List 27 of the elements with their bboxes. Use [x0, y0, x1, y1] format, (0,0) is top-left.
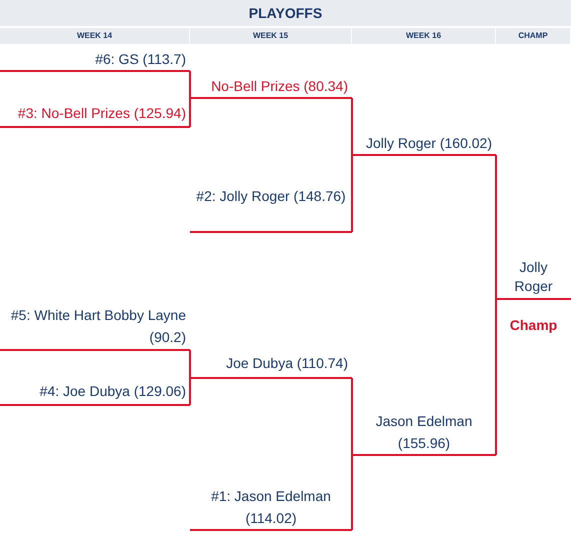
- team-entry: #4: Joe Dubya (129.06): [0, 380, 190, 406]
- team-entry: #1: Jason Edelman (114.02): [190, 485, 352, 531]
- bracket-line: [351, 455, 353, 530]
- team-entry: #2: Jolly Roger (148.76): [190, 185, 352, 233]
- bracket-line: [351, 378, 353, 455]
- team-entry: Joe Dubya (110.74): [190, 352, 352, 379]
- title: PLAYOFFS: [0, 0, 571, 26]
- column-header: WEEK 16: [352, 28, 496, 44]
- bracket-line: [351, 155, 353, 232]
- team-entry: #5: White Hart Bobby Layne (90.2): [0, 304, 190, 351]
- bracket-line: [189, 71, 191, 98]
- champion-label: Champ: [508, 317, 558, 333]
- bracket-line: [351, 98, 353, 155]
- column-header: WEEK 14: [0, 28, 190, 44]
- bracket-line: [189, 378, 191, 405]
- team-entry: No-Bell Prizes (80.34): [190, 75, 352, 99]
- column-header: WEEK 15: [190, 28, 352, 44]
- team-entry: #6: GS (113.7): [0, 48, 190, 72]
- bracket-line: [495, 155, 497, 299]
- bracket-line: [495, 299, 497, 455]
- column-header: CHAMP: [496, 28, 571, 44]
- bracket-line: [189, 98, 191, 127]
- team-entry: Jason Edelman (155.96): [352, 410, 496, 456]
- bracket-line: [189, 350, 191, 378]
- champion-entry: Jolly Roger: [496, 258, 571, 300]
- team-entry: #3: No-Bell Prizes (125.94): [0, 102, 190, 128]
- team-entry: Jolly Roger (160.02): [352, 132, 496, 156]
